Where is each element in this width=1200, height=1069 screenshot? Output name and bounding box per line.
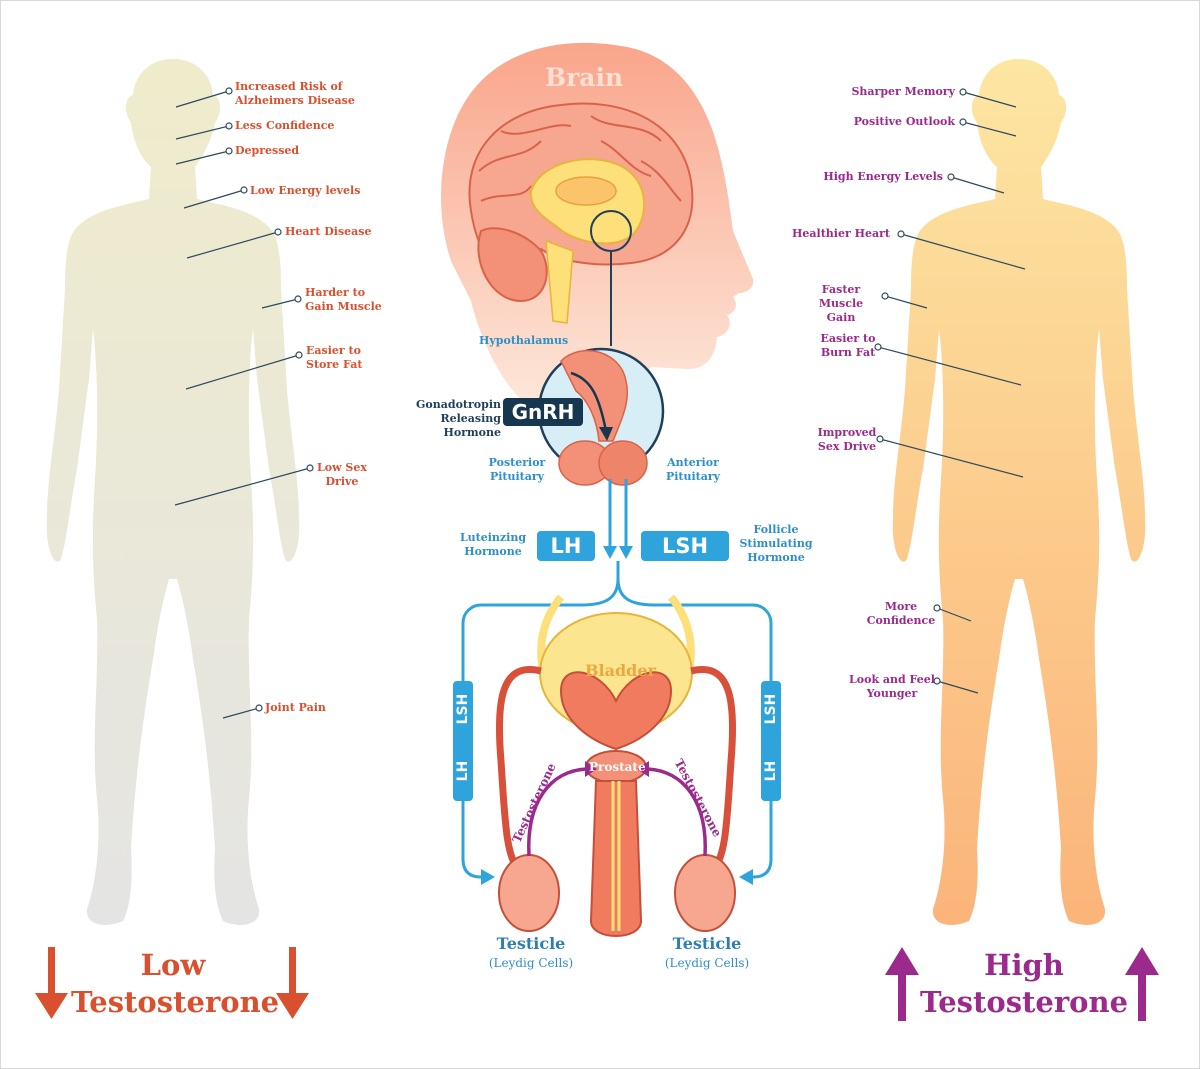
label-high-energy: High Energy Levels (823, 170, 943, 183)
label-faster-muscle-gain: Faster Muscle Gain (818, 283, 864, 324)
label-low-energy: Low Energy levels (250, 184, 361, 197)
label-easier-burn-fat: Easier to Burn Fat (820, 332, 876, 359)
high-body-silhouette (892, 59, 1146, 925)
left-leader-lines (174, 90, 311, 719)
posterior-pituitary-label: Posterior Pituitary (488, 456, 546, 483)
low-down-arrows (35, 947, 309, 1019)
hormone-flow-lines (461, 479, 773, 879)
prostate-label: Prostate (589, 760, 646, 774)
label-positive-outlook: Positive Outlook (853, 115, 955, 128)
low-testosterone-title: Low Testosterone (71, 948, 280, 1019)
anterior-pituitary-label: Anterior Pituitary (665, 456, 721, 483)
lh-tag-left: LH (455, 760, 471, 782)
label-sharper-memory: Sharper Memory (851, 85, 955, 98)
right-leader-dots (874, 88, 967, 685)
lsh-description: Follicle Stimulating Hormone (739, 523, 813, 564)
testicle-label-right: Testicle (672, 934, 742, 953)
label-less-confidence: Less Confidence (235, 119, 335, 132)
high-up-arrows (885, 947, 1159, 1021)
brain-label: Brain (545, 63, 624, 92)
label-depressed: Depressed (235, 144, 300, 157)
label-improved-sex-drive: Improved Sex Drive (817, 426, 877, 453)
bladder-label: Bladder (585, 661, 656, 680)
lsh-tag-left: LSH (455, 693, 471, 725)
label-healthier-heart: Healthier Heart (792, 227, 890, 240)
label-joint-pain: Joint Pain (265, 701, 326, 714)
label-harder-gain-muscle: Harder to Gain Muscle (305, 286, 382, 313)
gnrh-description: Gonadotropin Releasing Hormone (416, 398, 501, 439)
pituitary-zoom (537, 347, 665, 486)
label-look-feel-younger: Look and Feel Younger (849, 673, 935, 700)
high-testosterone-title: High Testosterone (919, 948, 1129, 1019)
lh-pill: LH (537, 531, 595, 561)
testicle-label-left: Testicle (496, 934, 566, 953)
leydig-label-right: (Leydig Cells) (664, 956, 750, 970)
gnrh-badge: GnRH (503, 398, 583, 426)
label-more-confidence: More Confidence (866, 600, 936, 627)
label-heart-disease: Heart Disease (285, 225, 372, 238)
brain-illustration (468, 102, 694, 346)
label-low-sex-drive: Low Sex Drive (317, 461, 367, 488)
leydig-label-left: (Leydig Cells) (488, 956, 574, 970)
right-leader-lines (877, 91, 1026, 694)
label-easier-store-fat: Easier to Store Fat (306, 344, 363, 371)
lh-description: Luteinzing Hormone (459, 531, 527, 558)
lsh-pill: LSH (641, 531, 729, 561)
lsh-tag-right: LSH (763, 693, 779, 725)
label-alzheimers-risk: Increased Risk of Alzheimers Disease (235, 80, 355, 107)
reproductive-organs (495, 594, 737, 937)
hypothalamus-label: Hypothalamus (479, 334, 569, 347)
left-leader-dots (225, 87, 314, 712)
lh-tag-right: LH (763, 760, 779, 782)
